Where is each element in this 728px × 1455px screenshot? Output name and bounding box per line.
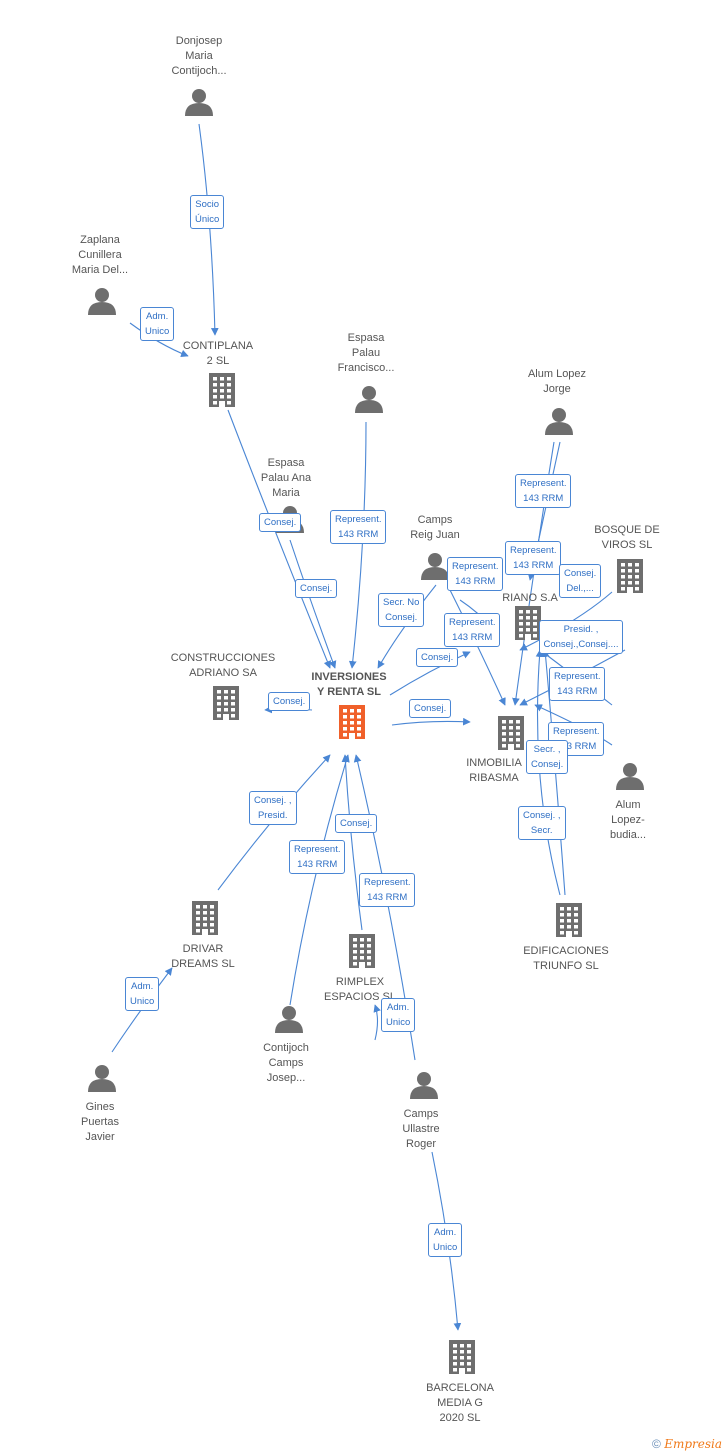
building-icon-edificaciones[interactable]	[556, 903, 582, 937]
relation-edge	[389, 651, 471, 696]
copyright-mark: ©	[652, 1437, 661, 1451]
relation-label[interactable]: Represent.143 RRM	[447, 557, 504, 591]
relation-label[interactable]: Consej.	[409, 698, 452, 718]
building-icon-inmobiliaria[interactable]	[498, 716, 524, 750]
relation-edge	[391, 717, 471, 726]
relation-label[interactable]: Consej.	[295, 578, 338, 598]
person-icon-alum_jorge[interactable]	[545, 408, 573, 435]
relation-edge	[289, 539, 337, 669]
relation-edge	[373, 1004, 381, 1041]
relation-edge	[341, 754, 363, 931]
building-icon-rimplex[interactable]	[349, 934, 375, 968]
building-icon-contiplana[interactable]	[209, 373, 235, 407]
building-icon-inversiones[interactable]	[339, 705, 365, 739]
relation-label[interactable]: Consej.	[416, 647, 459, 667]
relation-edge	[449, 589, 506, 706]
person-icon-zaplana[interactable]	[88, 288, 116, 315]
footer-brand: © Empresia	[652, 1437, 722, 1451]
relation-label[interactable]: Adm.Unico	[140, 307, 175, 341]
building-icon-barcelona[interactable]	[449, 1340, 475, 1374]
relation-edge	[348, 421, 367, 669]
building-icon-bosque[interactable]	[617, 559, 643, 593]
relation-edge	[198, 123, 219, 336]
building-icon-adriano_sa_hidden[interactable]	[515, 606, 541, 640]
relation-label[interactable]: Represent.143 RRM	[289, 840, 346, 874]
person-icon-alum_budia[interactable]	[616, 763, 644, 790]
person-icon-contijoch[interactable]	[275, 1006, 303, 1033]
relation-label[interactable]: Consej.	[268, 691, 311, 711]
relation-edge	[289, 754, 350, 1006]
relation-label[interactable]: Consej. ,Presid.	[249, 791, 297, 825]
brand-name: Empresia	[664, 1437, 722, 1451]
relation-label[interactable]: Adm.Unico	[428, 1223, 463, 1257]
relation-label[interactable]: Secr. ,Consej.	[526, 740, 569, 774]
relation-label[interactable]: Consej.Del.,...	[559, 564, 602, 598]
building-icon-construcciones[interactable]	[213, 686, 239, 720]
relation-label[interactable]: Represent.143 RRM	[548, 722, 605, 756]
person-icon-gines[interactable]	[88, 1065, 116, 1092]
relation-edge	[129, 322, 189, 358]
relation-label[interactable]: Presid. ,Consej.,Consej....	[538, 620, 624, 654]
relation-label[interactable]: Represent.143 RRM	[330, 510, 387, 544]
person-icon-camps_ullastre[interactable]	[410, 1072, 438, 1099]
building-icon-drivar[interactable]	[192, 901, 218, 935]
relation-label[interactable]: Adm.Unico	[125, 977, 160, 1011]
relation-label[interactable]: Consej.	[335, 813, 378, 833]
relation-edge	[227, 409, 331, 669]
relation-label[interactable]: Consej. ,Secr.	[518, 806, 566, 840]
relation-label[interactable]: Represent.143 RRM	[444, 613, 501, 647]
relation-label[interactable]: Adm.Unico	[381, 998, 416, 1032]
relation-edge	[535, 649, 561, 896]
relation-label[interactable]: Represent.143 RRM	[515, 474, 572, 508]
relation-edge	[377, 584, 437, 669]
person-icon-donjosep[interactable]	[185, 89, 213, 116]
person-icon-camps_reig[interactable]	[421, 553, 449, 580]
relation-label[interactable]: Represent.143 RRM	[359, 873, 416, 907]
relation-label[interactable]: Represent.143 RRM	[549, 667, 606, 701]
node-label-adriano_sa_hidden[interactable]: RIANO S.A	[502, 592, 558, 604]
relation-label[interactable]: Represent.143 RRM	[505, 541, 562, 575]
person-icon-espasa_francisco[interactable]	[355, 386, 383, 413]
relation-label[interactable]: Consej.	[259, 512, 302, 532]
